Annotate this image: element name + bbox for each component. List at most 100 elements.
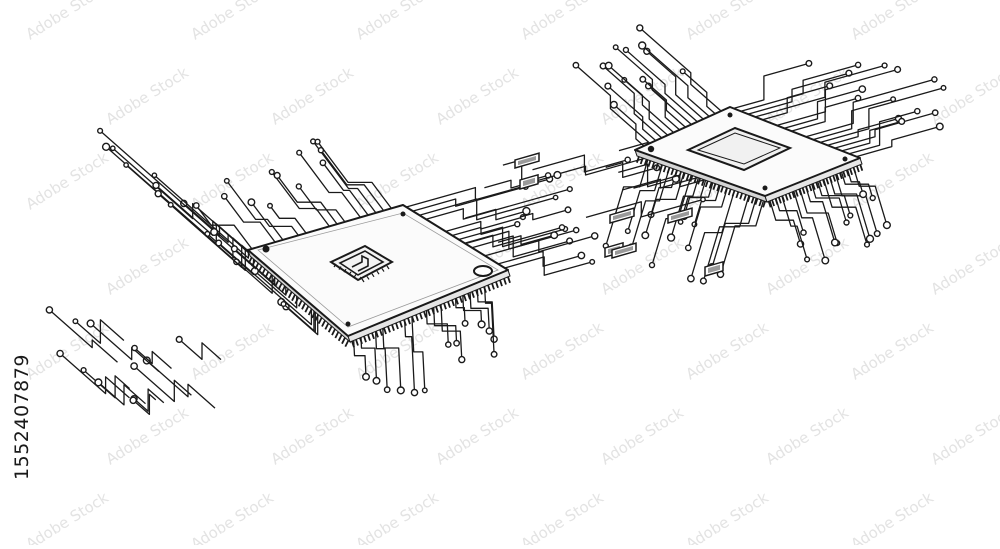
circuit-trace	[834, 173, 878, 234]
circuit-trace	[834, 112, 936, 149]
logo-pin	[343, 268, 347, 273]
chip-pin	[261, 268, 266, 276]
circuit-trace	[630, 167, 671, 248]
via-pad	[319, 159, 327, 167]
via-pad	[622, 46, 630, 54]
chip-pin	[375, 331, 379, 338]
chip-pin	[655, 163, 659, 170]
circuit-trace	[625, 49, 698, 123]
circuit-trace	[585, 198, 704, 219]
smd-core	[518, 155, 536, 166]
chip-pin	[778, 197, 782, 204]
chip-pin	[499, 279, 503, 287]
via-pad	[572, 226, 580, 234]
circuit-trace	[484, 235, 595, 257]
circuit-trace	[374, 329, 388, 390]
circuit-trace	[462, 293, 483, 325]
via-pad	[175, 335, 183, 344]
chip-pin	[455, 298, 459, 305]
chip-pin	[784, 194, 789, 201]
circuit-trace	[382, 326, 402, 391]
via-pad	[805, 59, 813, 67]
logo-pin	[371, 273, 375, 278]
chip-pin	[767, 201, 772, 208]
circuit-trace	[719, 200, 765, 275]
watermark-text: Adobe Stock	[353, 148, 442, 213]
logo-pin	[361, 278, 365, 283]
circuit-trace	[849, 110, 918, 155]
chip-pin	[678, 171, 682, 178]
via-pad	[362, 372, 371, 381]
watermark-text: Adobe Stock	[23, 318, 112, 383]
chip-pin	[307, 308, 313, 316]
via-pad	[800, 229, 807, 236]
circuit-trace	[812, 98, 894, 141]
chip-pin	[311, 311, 316, 319]
chip-pin	[271, 277, 276, 284]
via-pad	[854, 61, 862, 69]
via-pad	[604, 61, 613, 70]
via-pad	[865, 234, 875, 244]
chip-pin	[842, 171, 847, 178]
chip-pin	[439, 304, 443, 312]
via-pad	[859, 190, 868, 199]
chip-pin	[746, 195, 751, 203]
via-pad	[624, 228, 631, 235]
chip-pin	[395, 322, 399, 330]
chip-pin	[257, 265, 263, 273]
via-pad	[314, 138, 321, 145]
via-pad	[700, 196, 706, 203]
chip-pin	[317, 317, 323, 325]
circuit-trace	[519, 209, 569, 221]
logo-pin	[358, 276, 362, 281]
chip-pin	[491, 283, 495, 290]
circuit-trace	[312, 141, 377, 214]
circuit-trace	[133, 365, 192, 403]
logo-pin	[366, 276, 370, 280]
via-pad	[882, 221, 892, 230]
via-pad	[129, 396, 137, 405]
circuit-trace	[419, 196, 556, 221]
via-pad	[485, 327, 494, 335]
via-pad	[648, 261, 656, 269]
logo-pin	[386, 265, 390, 270]
watermark-text: Adobe Stock	[683, 318, 772, 383]
via-pad	[72, 318, 79, 325]
via-pad	[679, 68, 686, 75]
chip-pin	[495, 281, 499, 289]
smd-core	[613, 210, 631, 221]
via-pad	[590, 232, 599, 240]
watermark-text: Adobe Stock	[518, 488, 607, 545]
chip-pin	[344, 340, 350, 348]
chip-pin	[391, 324, 395, 331]
watermark-text: Adobe Stock	[928, 233, 1000, 298]
chip-pin	[463, 294, 467, 302]
chip-pin	[334, 331, 340, 339]
chip-pin	[507, 276, 511, 284]
chip-pin	[471, 291, 475, 298]
chip-pin	[697, 178, 701, 185]
circuit-trace	[641, 45, 710, 117]
via-pad	[577, 251, 586, 260]
circuit-trace	[445, 216, 524, 233]
chip-pin	[781, 195, 786, 203]
circuit-trace	[822, 178, 868, 245]
chip-pin	[845, 169, 850, 177]
cpu-chip-left	[246, 204, 511, 344]
chip-pin	[281, 285, 286, 293]
chip-pin	[750, 197, 755, 204]
chip-pin	[341, 337, 346, 345]
via-pad	[215, 239, 223, 247]
chip-pin	[287, 291, 293, 299]
stock-id-label: 1552407879	[11, 354, 33, 480]
via-pad	[935, 122, 944, 131]
chip-pin	[475, 289, 479, 297]
chip-pin	[251, 259, 256, 267]
watermark-text: Adobe Stock	[268, 403, 357, 468]
chip-pin	[839, 172, 843, 180]
chip-pin	[351, 340, 355, 348]
circuit-trace	[679, 182, 714, 223]
circuit-trace	[793, 190, 826, 261]
via-pad	[843, 219, 850, 226]
chip-pin	[254, 262, 260, 270]
